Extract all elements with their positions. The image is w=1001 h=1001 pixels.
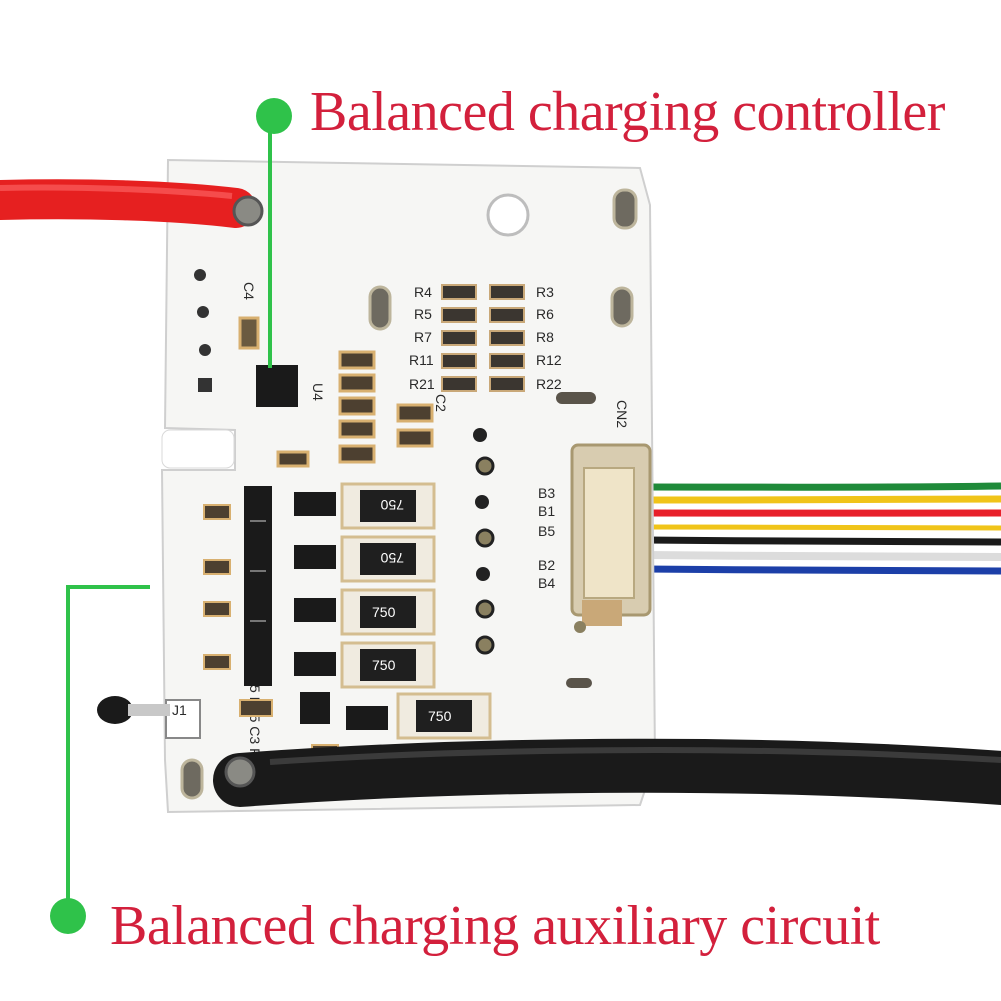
pin-label-B4: B4 bbox=[538, 575, 555, 591]
resistor-value-1: 750 bbox=[380, 497, 404, 513]
auxiliary-circuit: R17 C8 R16 C5 R15 C3 R9 bbox=[165, 482, 492, 783]
label-R7: R7 bbox=[414, 329, 432, 345]
power-resistors: 750 750 750 750 750 bbox=[340, 482, 492, 740]
pin-label-B5: B5 bbox=[538, 523, 555, 539]
label-R21: R21 bbox=[409, 376, 435, 392]
resistor-value-3: 750 bbox=[372, 604, 396, 620]
callout-label-auxiliary: Balanced charging auxiliary circuit bbox=[110, 895, 880, 957]
pin-label-B2: B2 bbox=[538, 557, 555, 573]
callout-bottom-marker bbox=[50, 585, 150, 934]
capacitor-stack bbox=[276, 350, 434, 468]
controller-area: C4 U4 bbox=[238, 282, 326, 407]
label-R6: R6 bbox=[536, 306, 554, 322]
label-J1: J1 bbox=[172, 702, 187, 718]
label-C4: C4 bbox=[241, 282, 257, 300]
label-R8: R8 bbox=[536, 329, 554, 345]
resistor-array: R4 R5 R7 R11 R21 R3 R6 R8 R12 R22 bbox=[409, 284, 596, 404]
pin-label-B1: B1 bbox=[538, 503, 555, 519]
callout-label-controller: Balanced charging controller bbox=[310, 81, 945, 143]
resistor-value-5: 750 bbox=[428, 708, 452, 724]
thermistor bbox=[97, 696, 170, 724]
resistor-value-2: 750 bbox=[380, 550, 404, 566]
label-CN2: CN2 bbox=[614, 400, 630, 428]
label-cap-group: C2 bbox=[433, 394, 449, 412]
label-U4: U4 bbox=[310, 383, 326, 401]
label-R22: R22 bbox=[536, 376, 562, 392]
black-wire bbox=[213, 738, 1001, 807]
label-R5: R5 bbox=[414, 306, 432, 322]
label-R12: R12 bbox=[536, 352, 562, 368]
label-R3: R3 bbox=[536, 284, 554, 300]
red-wire bbox=[0, 179, 264, 228]
connector-cn2: CN2 B3 B1 B5 B2 B4 bbox=[538, 400, 652, 688]
ribbon-cable bbox=[644, 482, 1001, 575]
label-R4: R4 bbox=[414, 284, 432, 300]
controller-ic bbox=[256, 365, 298, 407]
resistor-value-4: 750 bbox=[372, 657, 396, 673]
callout-top-marker bbox=[256, 98, 292, 368]
pin-label-B3: B3 bbox=[538, 485, 555, 501]
label-R11: R11 bbox=[409, 352, 434, 368]
